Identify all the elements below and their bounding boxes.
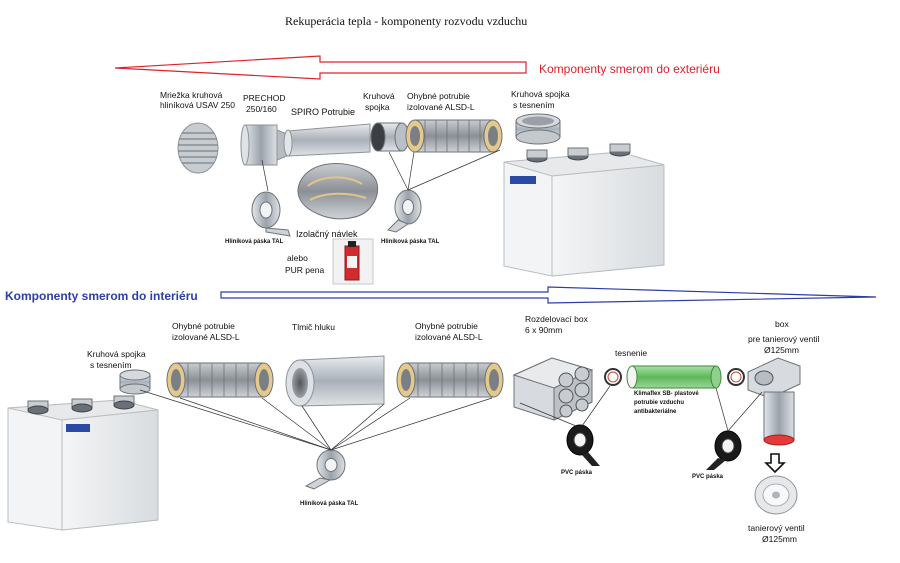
flex-duct-icon [396,362,504,398]
klimaflex-label-line2: potrubie vzduchu [634,400,684,406]
alu-tape-label: Hliníková páska TAL [381,239,440,245]
interior-direction-arrow [220,286,877,304]
flex-duct-icon [405,119,503,153]
flex-duct-label-line2: izolované ALSD-L [172,332,240,342]
plate-valve-label-line1: tanierový ventil [748,523,805,533]
spiro-label: SPIRO Potrubie [291,107,356,117]
alu-tape-label: Hliníková páska TAL [300,501,359,507]
exterior-section-heading: Komponenty smerom do exteriéru [539,62,720,76]
sealed-coupling-label-line2: s tesnením [513,100,555,110]
diagram-title: Rekuperácia tepla - komponenty rozvodu v… [285,14,528,28]
distribution-box-label-line2: 6 x 90mm [525,325,563,335]
recuperation-unit-icon [503,143,665,277]
flex-duct-icon [166,362,274,398]
recuperation-unit-icon [7,395,159,531]
reducer-label-line2: 250/160 [246,104,277,114]
sealed-coupling-label-line2: s tesnením [90,360,132,370]
flex-duct-label-line1: Ohybné potrubie [172,321,235,331]
pvc-tape-label: PVC páska [561,470,593,476]
klimaflex-label-line1: Klimaflex SB- plastové [634,391,699,397]
plate-valve-box-label-line3: Ø125mm [764,345,799,355]
klimaflex-label-line3: antibakteriálne [634,409,677,415]
pvc-tape-roll-icon [706,430,742,470]
seal-label: tesnenie [615,348,648,358]
alu-tape-roll-icon [387,189,422,233]
spiro-pipe-icon [283,123,371,157]
reducer-label-line1: PRECHOD [243,93,286,103]
flex-duct-label-line1: Ohybné potrubie [415,321,478,331]
silencer-icon [285,355,385,407]
plate-valve-label-line2: Ø125mm [762,534,797,544]
flex-duct-label-line1: Ohybné potrubie [407,91,470,101]
pvc-tape-label: PVC páska [692,474,724,480]
coupling-label-line1: Kruhová [363,91,395,101]
sealed-coupling-label-line1: Kruhová spojka [511,89,570,99]
flex-duct-label-line2: izolované ALSD-L [415,332,483,342]
down-arrow-icon [764,453,786,474]
sealed-coupling-icon [119,369,151,395]
pvc-tape-roll-icon [566,424,600,466]
grille-label-line1: Mriežka kruhová [160,90,223,100]
grille-label-line2: hliníková USAV 250 [160,100,235,110]
alu-tape-roll-icon [251,191,291,237]
alu-tape-roll-icon [304,449,346,490]
pur-foam-label: PUR pena [285,265,325,275]
distribution-box-label-line1: Rozdelovací box [525,314,588,324]
insulation-sleeve-icon [297,163,379,220]
silencer-label: Tlmič hluku [292,322,335,332]
coupling-label-line2: spojka [365,102,390,112]
klimaflex-pipe-icon [626,365,722,389]
sealed-coupling-icon [515,113,561,145]
plate-valve-icon [754,475,798,515]
interior-section-heading: Komponenty smerom do interiéru [5,289,198,303]
exterior-direction-arrow [114,55,527,80]
distribution-box-icon [512,357,594,421]
tape-pointer-lines [261,149,501,192]
sealed-coupling-label-line1: Kruhová spojka [87,349,146,359]
round-grille-icon [177,122,219,174]
plate-valve-box-icon [747,357,801,446]
tape-pointer-lines [139,385,763,451]
plate-valve-box-label-line2: pre tanierový ventil [748,334,820,344]
alu-tape-label: Hliníková páska TAL [225,239,284,245]
seal-ring-icon [604,368,745,386]
flex-duct-label-line2: izolované ALSD-L [407,102,475,112]
plate-valve-box-label-line1: box [775,319,789,329]
insulation-sleeve-label: Izolačný návlek [296,229,358,239]
alternative-label: alebo [287,253,308,263]
pur-foam-can-icon [332,238,374,285]
round-coupling-icon [370,122,410,152]
